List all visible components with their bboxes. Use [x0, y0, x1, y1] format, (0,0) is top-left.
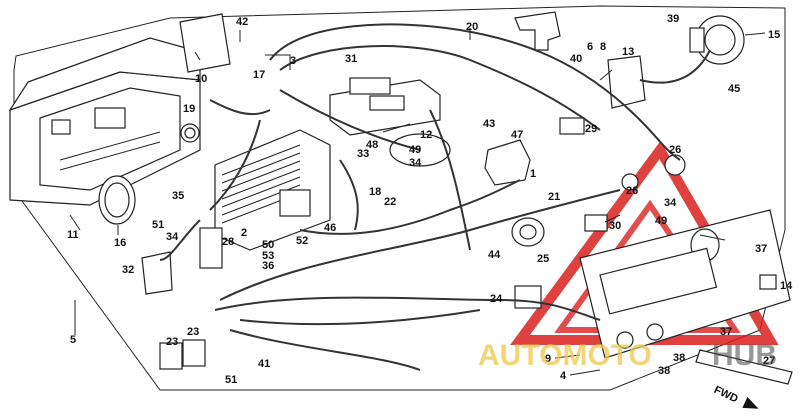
- label-42: 42: [236, 16, 248, 28]
- label-8: 8: [600, 41, 606, 53]
- label-31: 31: [345, 53, 357, 65]
- label-47: 47: [511, 129, 523, 141]
- label-43: 43: [483, 118, 495, 130]
- cover-plate: [179, 13, 231, 73]
- fwd-label: FWD: [712, 384, 740, 405]
- label-21: 21: [548, 191, 560, 203]
- label-37a: 37: [755, 243, 767, 255]
- label-13: 13: [622, 46, 634, 58]
- label-19: 19: [183, 103, 195, 115]
- label-1: 1: [530, 168, 536, 180]
- label-36: 36: [262, 260, 274, 272]
- label-6: 6: [587, 41, 593, 53]
- label-20: 20: [466, 21, 478, 33]
- label-9: 9: [545, 353, 551, 365]
- label-24: 24: [490, 293, 503, 305]
- label-53: 53: [262, 250, 274, 262]
- label-52: 52: [296, 235, 308, 247]
- part-labels: 42 10 3 17 19 11 16 5 35 51 34 32 28 2 5…: [67, 13, 793, 386]
- label-39: 39: [667, 13, 679, 25]
- label-23a: 23: [166, 336, 178, 348]
- label-3: 3: [290, 55, 296, 67]
- relay: [199, 227, 223, 269]
- assembly-outline: [13, 5, 786, 391]
- label-26b: 26: [626, 185, 638, 197]
- watermark-text-hub: HUB: [712, 339, 777, 372]
- label-27: 27: [763, 355, 775, 367]
- label-14: 14: [780, 280, 793, 292]
- label-25: 25: [537, 253, 549, 265]
- label-18: 18: [369, 186, 381, 198]
- label-4: 4: [560, 370, 567, 382]
- bracket-32: [141, 251, 173, 295]
- label-45: 45: [728, 83, 740, 95]
- label-2: 2: [241, 227, 247, 239]
- label-49b: 49: [655, 215, 667, 227]
- label-34b: 34: [409, 157, 422, 169]
- label-35: 35: [172, 190, 184, 202]
- label-46: 46: [324, 222, 336, 234]
- label-37b: 37: [720, 326, 732, 338]
- watermark-text: AUTOMOTO: [478, 339, 652, 372]
- resistor-coil: [329, 77, 441, 136]
- label-33: 33: [357, 148, 369, 160]
- label-28: 28: [222, 236, 234, 248]
- connector-23b: [182, 339, 206, 367]
- connector-23a: [159, 342, 183, 370]
- switch: [559, 117, 585, 135]
- label-51a: 51: [152, 219, 164, 231]
- label-34a: 34: [166, 231, 179, 243]
- leader-lines: [69, 28, 766, 376]
- label-51b: 51: [225, 374, 237, 386]
- label-48: 48: [366, 139, 378, 151]
- label-29: 29: [585, 123, 597, 135]
- rod: [695, 349, 793, 385]
- label-16: 16: [114, 237, 126, 249]
- label-50: 50: [262, 239, 274, 251]
- circuit-breaker: [484, 139, 531, 186]
- label-44: 44: [488, 249, 501, 261]
- grommet-26: [621, 173, 639, 191]
- label-22: 22: [384, 196, 396, 208]
- switch-24: [514, 285, 542, 309]
- fwd-arrow: FWD: [712, 384, 759, 409]
- label-38a: 38: [673, 352, 685, 364]
- label-40: 40: [570, 53, 582, 65]
- label-12: 12: [420, 129, 432, 141]
- wiring-harness: [159, 23, 711, 371]
- label-15: 15: [768, 29, 780, 41]
- knob: [759, 274, 777, 290]
- hour-meter: [689, 15, 745, 65]
- label-11: 11: [67, 229, 79, 241]
- switch-30: [584, 214, 608, 232]
- label-49a: 49: [409, 144, 421, 156]
- fuse-holder: [664, 154, 686, 176]
- label-38b: 38: [658, 365, 670, 377]
- label-17: 17: [253, 69, 265, 81]
- control-unit: [607, 55, 646, 109]
- label-26: 26: [669, 144, 681, 156]
- label-41: 41: [258, 358, 270, 370]
- label-23b: 23: [187, 326, 199, 338]
- label-5: 5: [70, 334, 76, 346]
- control-box-housing: [8, 37, 201, 206]
- bracket: [514, 11, 561, 51]
- label-30: 30: [609, 220, 621, 232]
- label-10: 10: [195, 73, 207, 85]
- label-34c: 34: [664, 197, 677, 209]
- label-32: 32: [122, 264, 134, 276]
